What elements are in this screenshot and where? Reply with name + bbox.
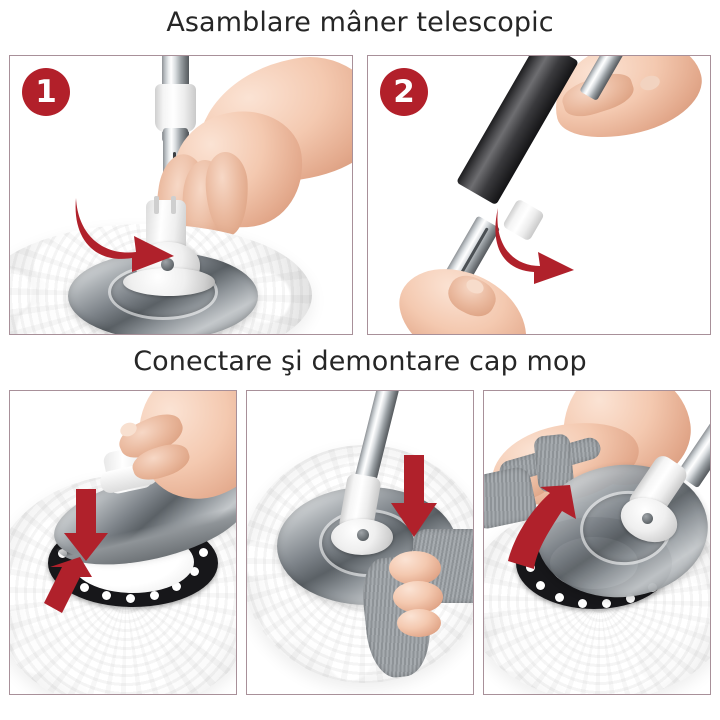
ring-hole bbox=[190, 567, 199, 576]
ring-hole bbox=[536, 581, 545, 590]
hub-screw bbox=[357, 529, 369, 541]
ring-hole bbox=[555, 593, 564, 602]
ring-hole bbox=[80, 583, 89, 592]
section-heading-connect-detach: Conectare şi demontare cap mop bbox=[133, 346, 587, 377]
step-5-photo bbox=[484, 391, 710, 694]
toe-3 bbox=[397, 609, 441, 637]
step-badge-1: 1 bbox=[22, 68, 70, 116]
release-arrow-icon bbox=[508, 485, 576, 569]
section-heading-assembly: Asamblare mâner telescopic bbox=[166, 7, 554, 38]
ring-hole bbox=[150, 591, 159, 600]
ring-hole bbox=[126, 594, 135, 603]
press-down-arrow-icon bbox=[391, 455, 437, 537]
step-3-photo bbox=[10, 391, 236, 694]
hub-screw bbox=[642, 513, 653, 524]
rotation-arrow-icon bbox=[75, 198, 174, 272]
handle-grip bbox=[456, 56, 579, 206]
connector-prong-left bbox=[154, 196, 159, 214]
panel-row-bottom bbox=[9, 390, 711, 695]
step-panel-5 bbox=[483, 390, 711, 695]
step-panel-3 bbox=[9, 390, 237, 695]
step-4-photo bbox=[247, 391, 473, 694]
step-panel-2: 2 bbox=[367, 55, 711, 335]
connector-flange bbox=[123, 268, 215, 296]
press-down-arrow-icon bbox=[64, 489, 108, 561]
rotation-arrow-icon bbox=[495, 208, 574, 284]
step-1-photo bbox=[10, 56, 352, 334]
step-panel-1: 1 bbox=[9, 55, 353, 335]
toe-2 bbox=[393, 581, 443, 613]
step-badge-2: 2 bbox=[380, 68, 428, 116]
connector-screw bbox=[161, 258, 174, 271]
ring-hole bbox=[578, 599, 587, 608]
panel-row-top: 1 bbox=[9, 55, 711, 335]
pole-collar bbox=[155, 84, 196, 132]
step-2-photo bbox=[368, 56, 710, 334]
ring-hole bbox=[602, 599, 611, 608]
toe-1 bbox=[389, 551, 441, 585]
ring-hole bbox=[626, 594, 635, 603]
step-panel-4 bbox=[246, 390, 474, 695]
ring-hole bbox=[102, 591, 111, 600]
connector-prong-right bbox=[171, 196, 176, 214]
ring-hole bbox=[172, 582, 181, 591]
push-up-arrow-icon bbox=[44, 557, 92, 613]
ring-hole bbox=[199, 548, 208, 557]
